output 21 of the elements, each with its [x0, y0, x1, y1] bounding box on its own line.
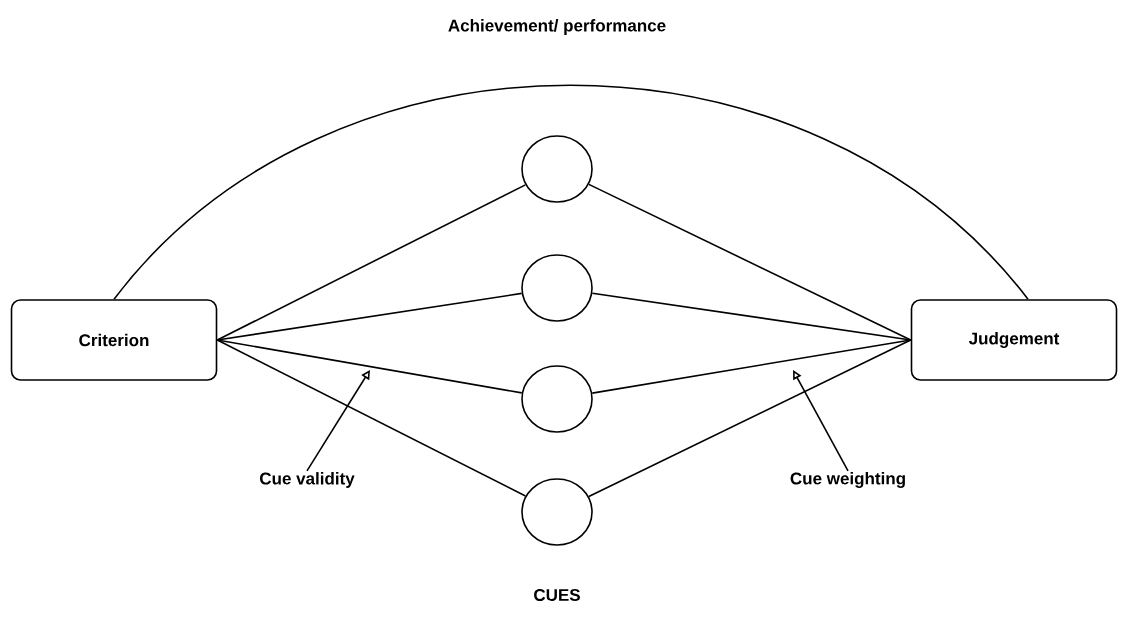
cue-circle [521, 365, 593, 433]
arrow [793, 370, 849, 472]
line [216, 292, 523, 341]
line [216, 339, 523, 394]
rounded-box: Judgement [910, 299, 1118, 381]
line [588, 183, 912, 341]
line [216, 339, 527, 497]
arrow [306, 370, 370, 472]
cue-circle [521, 478, 593, 546]
line [591, 292, 912, 341]
cue-circle [521, 254, 593, 322]
line [591, 339, 912, 394]
line [588, 339, 912, 498]
rounded-box: Criterion [10, 299, 218, 381]
cue-label: Cue validity [260, 472, 355, 488]
cue-label: Cue weighting [790, 472, 905, 488]
cue-circle [521, 135, 593, 203]
arc-line [113, 84, 1029, 300]
heading: Achievement/ performance [448, 19, 666, 35]
cues-label: CUES [534, 588, 580, 601]
line [216, 184, 527, 341]
